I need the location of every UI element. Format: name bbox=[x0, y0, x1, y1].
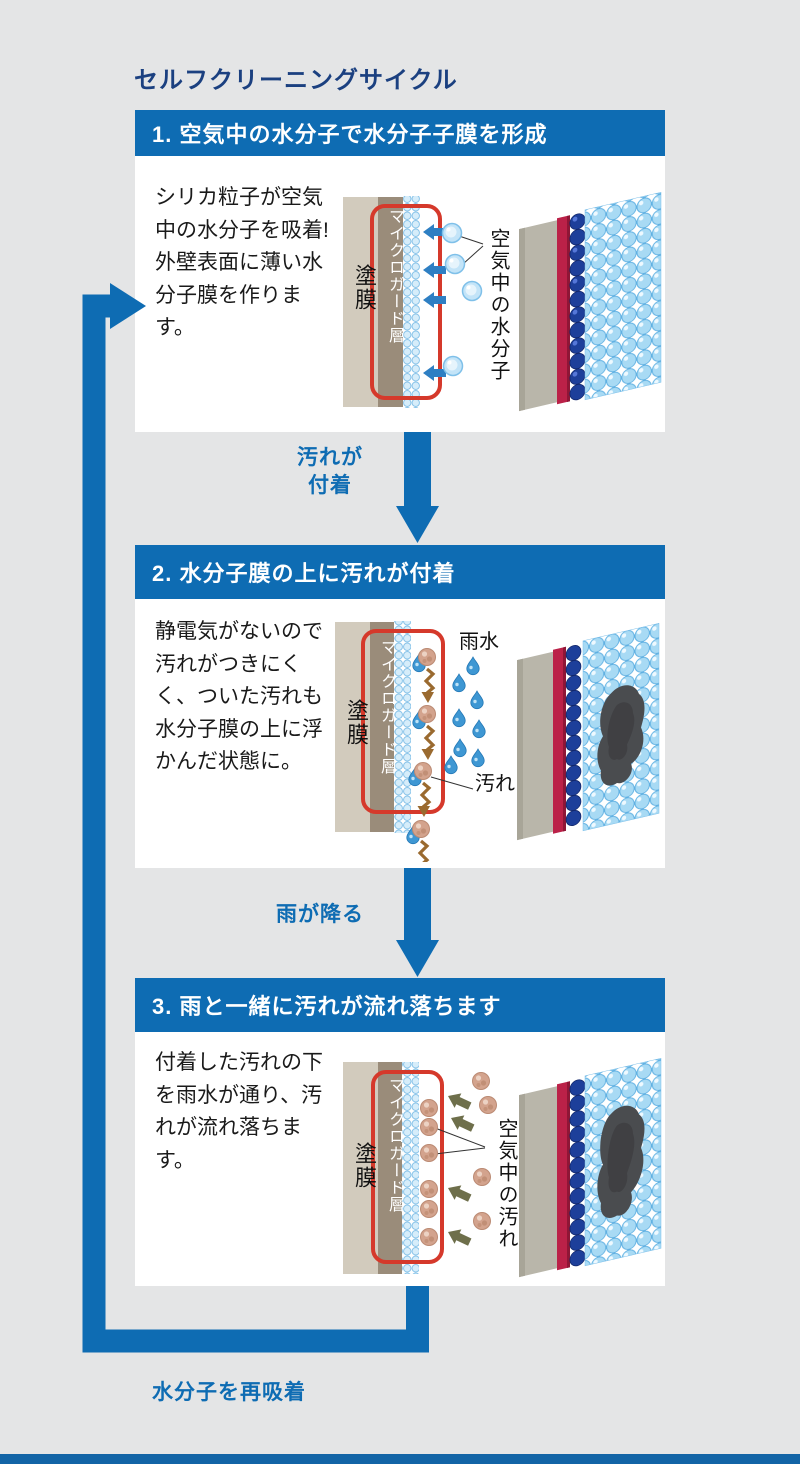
coating-label: 塗膜 bbox=[344, 699, 369, 747]
rain-group bbox=[444, 656, 486, 775]
raindrop-icon bbox=[444, 755, 458, 775]
step-1-description: シリカ粒子が空気中の水分子を吸着! 外壁表面に薄い水分子膜を作ります。 bbox=[155, 186, 329, 340]
approach-arrow-icon bbox=[447, 1110, 477, 1136]
water-droplet-icon bbox=[441, 222, 463, 244]
step-2-description: 静電気がないので汚れがつきにくく、ついた汚れも水分子膜の上に浮かんだ状態に。 bbox=[155, 620, 323, 774]
raindrop-icon bbox=[472, 719, 486, 739]
raindrop-icon bbox=[471, 748, 485, 768]
dirt-particle-icon bbox=[420, 1180, 438, 1198]
step-panel-2: 2. 水分子膜の上に汚れが付着 静電気がないので汚れがつきにくく、ついた汚れも水… bbox=[135, 545, 665, 868]
dirt-particle-icon bbox=[418, 705, 436, 723]
microguard-label: マイクロガード層 bbox=[386, 1077, 403, 1213]
raindrop-icon bbox=[452, 708, 466, 728]
dirt-particle-icon bbox=[420, 1118, 438, 1136]
water-droplet-icon bbox=[461, 280, 483, 302]
dirt-label: 汚れ bbox=[475, 773, 515, 795]
adsorb-arrow-icon bbox=[423, 365, 446, 381]
down-arrow-icon bbox=[396, 868, 439, 977]
coating-label: 塗膜 bbox=[352, 264, 377, 312]
step-panel-1: 1. 空気中の水分子で水分子子膜を形成 シリカ粒子が空気中の水分子を吸着! 外壁… bbox=[135, 110, 665, 432]
loop-label: 水分子を再吸着 bbox=[152, 1381, 306, 1404]
incoming-dirt-group bbox=[444, 1072, 497, 1250]
approach-arrow-icon bbox=[444, 1180, 474, 1206]
page-title: セルフクリーニングサイクル bbox=[134, 67, 458, 94]
wall-layers bbox=[519, 1057, 662, 1278]
step-1-header: 1. 空気中の水分子で水分子子膜を形成 bbox=[135, 110, 665, 156]
dirt-particle-icon bbox=[420, 1099, 438, 1117]
floating-dirt-group bbox=[406, 648, 436, 862]
step-panel-3: 3. 雨と一緒に汚れが流れ落ちます 付着した汚れの下を雨水が通り、汚れが流れ落ち… bbox=[135, 978, 665, 1286]
step-2-body: 静電気がないので汚れがつきにくく、ついた汚れも水分子膜の上に浮かんだ状態に。 bbox=[135, 599, 665, 868]
adsorb-arrow-icon bbox=[423, 292, 446, 308]
wall-illustration-1 bbox=[519, 191, 662, 412]
wall-illustration-2 bbox=[517, 622, 660, 841]
step-2-header: 2. 水分子膜の上に汚れが付着 bbox=[135, 545, 665, 599]
dirt-particle-icon bbox=[414, 762, 432, 780]
dirt-particle-icon bbox=[473, 1212, 491, 1230]
coating-label: 塗膜 bbox=[352, 1142, 377, 1190]
step-1-body: シリカ粒子が空気中の水分子を吸着! 外壁表面に薄い水分子膜を作ります。 bbox=[135, 156, 665, 432]
transition-1-label: 汚れが 付着 bbox=[297, 446, 363, 498]
approach-arrow-icon bbox=[444, 1224, 474, 1250]
water-droplet-icon bbox=[444, 253, 466, 275]
step-3-body: 付着した汚れの下を雨水が通り、汚れが流れ落ちます。 bbox=[135, 1032, 665, 1286]
microguard-label: マイクロガード層 bbox=[386, 208, 403, 344]
dirt-particle-icon bbox=[418, 648, 436, 666]
rainwater-label: 雨水 bbox=[459, 631, 499, 653]
slide-down-arrow-icon bbox=[419, 667, 436, 705]
air-dirt-label: 空気中の汚れ bbox=[495, 1118, 517, 1250]
dirt-particle-icon bbox=[420, 1200, 438, 1218]
water-droplet-icon bbox=[442, 355, 464, 377]
dirt-particle-icon bbox=[420, 1144, 438, 1162]
dirt-particle-icon bbox=[472, 1072, 490, 1090]
microguard-label: マイクロガード層 bbox=[378, 639, 395, 775]
wall-illustration-3 bbox=[519, 1057, 662, 1278]
step-3-header: 3. 雨と一緒に汚れが流れ落ちます bbox=[135, 978, 665, 1032]
wall-layers bbox=[517, 622, 660, 841]
raindrop-icon bbox=[453, 738, 467, 758]
transition-2-label: 雨が降る bbox=[276, 903, 364, 926]
wall-layers bbox=[519, 191, 662, 412]
slide-down-arrow-icon bbox=[419, 724, 436, 762]
step-3-description: 付着した汚れの下を雨水が通り、汚れが流れ落ちます。 bbox=[155, 1051, 323, 1172]
dirt-particle-icon bbox=[420, 1228, 438, 1246]
approach-arrow-icon bbox=[444, 1088, 474, 1114]
adsorb-arrow-icon bbox=[423, 262, 446, 278]
attached-dirt-group bbox=[420, 1099, 438, 1246]
raindrop-icon bbox=[452, 673, 466, 693]
slide-down-arrow-icon bbox=[413, 839, 430, 862]
bottom-bar bbox=[0, 1454, 800, 1464]
down-arrow-icon bbox=[396, 432, 439, 543]
dirt-particle-icon bbox=[412, 820, 430, 838]
dirt-particle-icon bbox=[479, 1096, 497, 1114]
air-moisture-label: 空気中の水分子 bbox=[487, 228, 509, 382]
raindrop-icon bbox=[466, 656, 480, 676]
dirt-particle-icon bbox=[473, 1168, 491, 1186]
raindrop-icon bbox=[470, 690, 484, 710]
